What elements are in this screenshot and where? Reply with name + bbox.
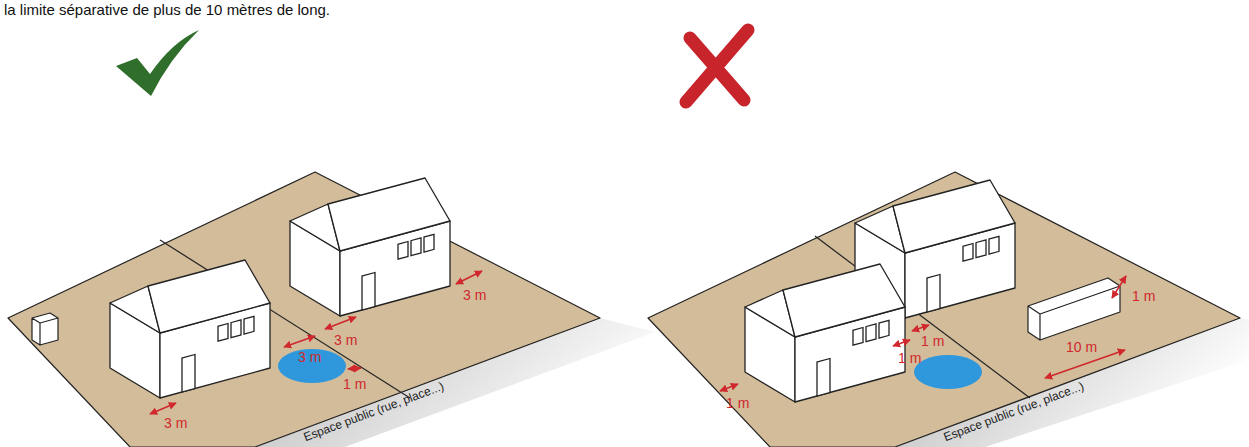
dimension-label: 1 m — [343, 377, 366, 391]
cross-mark — [686, 30, 748, 102]
dimension-label: 1 m — [1132, 289, 1155, 303]
dimension-label: 3 m — [463, 288, 486, 302]
check-mark — [116, 30, 199, 96]
dimension-label: 3 m — [334, 333, 357, 347]
dimension-label: 3 m — [164, 416, 187, 430]
dimension-label: 3 m — [298, 350, 321, 364]
dimension-label: 10 m — [1066, 340, 1097, 354]
street-label: Espace public (rue, place...) — [942, 380, 1086, 443]
non-compliant-scene — [648, 172, 1249, 447]
street-label: Espace public (rue, place...) — [302, 380, 446, 443]
dimension-label: 1 m — [726, 396, 749, 410]
dimension-label: 1 m — [898, 351, 921, 365]
compliant-scene — [8, 172, 655, 447]
note-text: la limite séparative de plus de 10 mètre… — [4, 2, 330, 17]
dimension-label: 1 m — [921, 334, 944, 348]
